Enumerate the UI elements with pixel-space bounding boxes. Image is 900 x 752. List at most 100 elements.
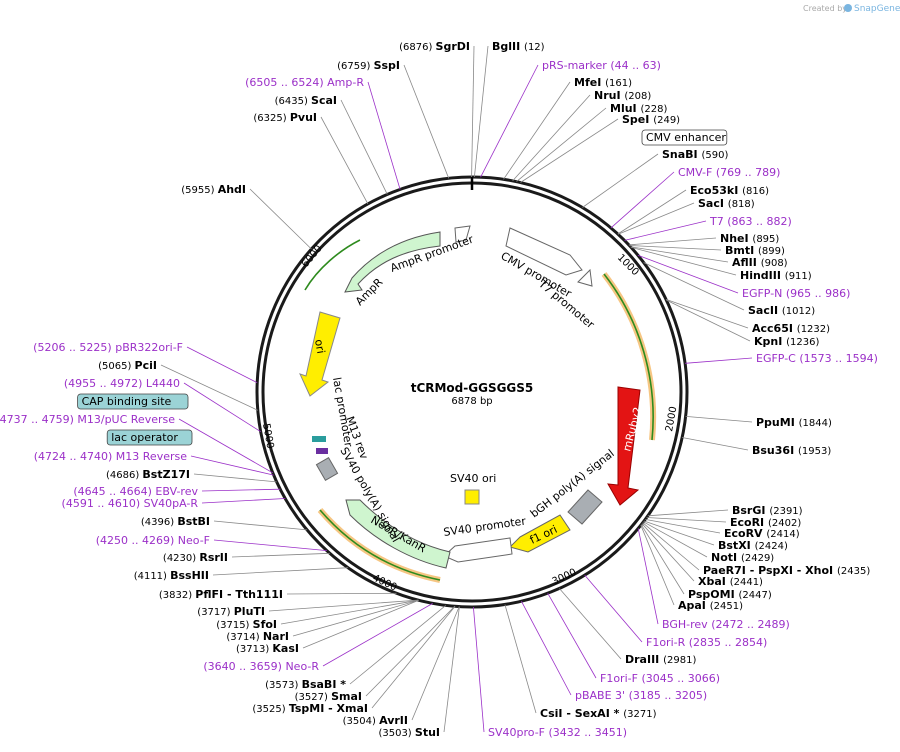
site-label-csii-sexai-[interactable]: CsiI - SexAI * (3271) — [504, 604, 657, 721]
m13-rev-marker — [312, 436, 326, 442]
site-label-bstxi[interactable]: BstXI (2424) — [643, 520, 788, 552]
plasmid-name: tCRMod-GGSGGS5 — [411, 381, 534, 395]
site-label-text: CsiI - SexAI * (3271) — [540, 707, 657, 720]
leader-line — [213, 539, 327, 551]
site-label-eco53ki[interactable]: Eco53kI (816) — [617, 184, 769, 235]
site-label-pbabe-3-[interactable]: pBABE 3' (3185 .. 3205) — [521, 601, 707, 702]
site-label-bsabi-[interactable]: (3573) BsaBI * — [265, 605, 446, 691]
watermark-prefix: Created by — [803, 4, 847, 13]
lac-promoter-label: lac promoter — [330, 376, 355, 448]
site-label-acc65i[interactable]: Acc65I (1232) — [665, 299, 830, 335]
feature-box-cap-binding-site[interactable]: CAP binding site — [77, 393, 189, 410]
site-label-text: (4686) BstZ17I — [106, 468, 190, 481]
leader-line — [559, 588, 622, 660]
site-label-mlui[interactable]: MluI (228) — [516, 102, 668, 182]
site-label-pcii[interactable]: (5065) PciI — [98, 359, 258, 411]
site-label-nrui[interactable]: NruI (208) — [512, 89, 652, 182]
site-label-sfoi[interactable]: (3715) SfoI — [216, 599, 419, 631]
site-label-nari[interactable]: (3714) NarI — [226, 599, 419, 643]
site-label-apai[interactable]: ApaI (2451) — [640, 525, 743, 612]
site-label-sgrdi[interactable]: (6876) SgrDI — [399, 40, 475, 178]
site-label-text: Eco53kI (816) — [690, 184, 769, 197]
leader-line — [365, 606, 455, 697]
site-label-ecorv[interactable]: EcoRV (2414) — [645, 519, 800, 540]
site-label-aflii[interactable]: AflII (908) — [630, 246, 788, 269]
site-label-bsu36i[interactable]: Bsu36I (1953) — [682, 437, 831, 458]
feature-box-cmv-enhancer[interactable]: CMV enhancer — [641, 129, 728, 146]
site-label-stui[interactable]: (3503) StuI — [378, 606, 460, 739]
leader-line — [292, 599, 419, 637]
site-label-cmv-f[interactable]: CMV-F (769 .. 789) — [610, 166, 781, 229]
site-label-tspmi-xmai[interactable]: (3525) TspMI - XmaI — [252, 606, 456, 715]
site-label-bsshii[interactable]: (4111) BssHII — [134, 567, 349, 582]
leader-line — [183, 382, 261, 433]
site-label-text: SV40pro-F (3432 .. 3451) — [488, 726, 627, 739]
site-label-sv40pro-f[interactable]: SV40pro-F (3432 .. 3451) — [473, 606, 627, 739]
site-label-m13-puc-reverse[interactable]: (4737 .. 4759) M13/pUC Reverse — [0, 413, 273, 474]
tick-5000: 5000 — [260, 423, 275, 450]
leader-line — [516, 107, 607, 182]
site-label-sspi[interactable]: (6759) SspI — [337, 59, 450, 179]
site-label-bsrgi[interactable]: BsrGI (2391) — [647, 504, 803, 517]
site-label-pluti[interactable]: (3717) PluTI — [197, 599, 419, 618]
site-label-avrii[interactable]: (3504) AvrII — [343, 606, 460, 727]
site-label-f1ori-r[interactable]: F1ori-R (2835 .. 2854) — [584, 574, 768, 649]
site-label-sacii[interactable]: SacII (1012) — [643, 262, 816, 318]
site-label-pbr322ori-f[interactable]: (5206 .. 5225) pBR322ori-F — [33, 341, 258, 384]
site-label-kpni[interactable]: KpnI (1236) — [666, 299, 820, 348]
site-label-prs-marker[interactable]: pRS-marker (44 .. 63) — [480, 59, 661, 178]
site-label-f1ori-f[interactable]: F1ori-F (3045 .. 3066) — [547, 593, 720, 685]
ori-arrow — [299, 311, 341, 397]
site-label-paer7i-pspxi-xhoi[interactable]: PaeR7I - PspXI - XhoI (2435) — [642, 522, 871, 577]
site-label-egfp-n[interactable]: EGFP-N (965 .. 986) — [637, 254, 851, 300]
site-label-m13-reverse[interactable]: (4724 .. 4740) M13 Reverse — [34, 450, 274, 476]
leader-line — [521, 601, 572, 696]
site-label-ecori[interactable]: EcoRI (2402) — [646, 516, 802, 529]
site-label-egfp-c[interactable]: EGFP-C (1573 .. 1594) — [685, 352, 878, 365]
site-label-pspomi[interactable]: PspOMI (2447) — [640, 524, 772, 601]
site-label-smai[interactable]: (3527) SmaI — [295, 606, 455, 703]
feature-box — [641, 129, 728, 146]
site-label-rsrii[interactable]: (4230) RsrII — [163, 551, 330, 564]
site-label-pflfi-tth111i[interactable]: (3832) PflFI - Tth111I — [159, 588, 397, 601]
site-label-l4440[interactable]: (4955 .. 4972) L4440 — [64, 377, 261, 433]
site-label-scai[interactable]: (6435) ScaI — [275, 94, 388, 195]
site-label-draiii[interactable]: DraIII (2981) — [559, 588, 696, 667]
site-label-xbai[interactable]: XbaI (2441) — [641, 523, 763, 588]
feature-box-lac-operator[interactable]: lac operator — [106, 429, 193, 446]
leader-line — [213, 520, 308, 531]
leader-line — [340, 99, 388, 195]
site-label-snabi[interactable]: SnaBI (590) — [582, 148, 728, 208]
site-label-mfei[interactable]: MfeI (161) — [503, 76, 633, 180]
site-label-spei[interactable]: SpeI (249) — [520, 113, 681, 183]
site-label-hindiii[interactable]: HindIII (911) — [630, 246, 812, 282]
site-label-bstz17i[interactable]: (4686) BstZ17I — [106, 468, 277, 483]
site-label-bstbi[interactable]: (4396) BstBI — [141, 515, 308, 531]
feature-box — [77, 393, 189, 410]
site-label-t7[interactable]: T7 (863 .. 882) — [624, 215, 792, 241]
site-label-text: (4955 .. 4972) L4440 — [64, 377, 180, 390]
site-label-text: (6876) SgrDI — [399, 40, 470, 53]
site-label-bglii[interactable]: BglII (12) — [474, 40, 545, 178]
leader-line — [643, 262, 745, 311]
site-label-nhei[interactable]: NheI (895) — [628, 232, 780, 246]
site-label-ppumi[interactable]: PpuMI (1844) — [685, 416, 832, 429]
site-label-neo-f[interactable]: (4250 .. 4269) Neo-F — [96, 534, 327, 551]
site-label-bmti[interactable]: BmtI (899) — [629, 244, 785, 257]
site-label-text: NruI (208) — [594, 89, 651, 102]
site-label-text: KpnI (1236) — [754, 335, 820, 348]
site-label-kasi[interactable]: (3713) KasI — [236, 599, 419, 655]
site-label-text: BmtI (899) — [725, 244, 785, 257]
site-label-ebv-rev[interactable]: (4645 .. 4664) EBV-rev — [73, 485, 281, 498]
site-label-pvui[interactable]: (6325) PvuI — [253, 111, 369, 205]
site-label-noti[interactable]: NotI (2429) — [643, 521, 774, 564]
site-label-ahdi[interactable]: (5955) AhdI — [181, 183, 312, 250]
site-label-amp-r[interactable]: (6505 .. 6524) Amp-R — [245, 76, 401, 190]
watermark-brand: SnapGene — [854, 4, 900, 14]
site-label-saci[interactable]: SacI (818) — [617, 197, 755, 235]
site-label-neo-r[interactable]: (3640 .. 3659) Neo-R — [203, 603, 433, 673]
leader-line — [443, 606, 460, 733]
site-label-bgh-rev[interactable]: BGH-rev (2472 .. 2489) — [637, 528, 790, 631]
site-label-sv40pa-r[interactable]: (4591 .. 4610) SV40pA-R — [62, 497, 286, 510]
site-label-text: MfeI (161) — [574, 76, 632, 89]
